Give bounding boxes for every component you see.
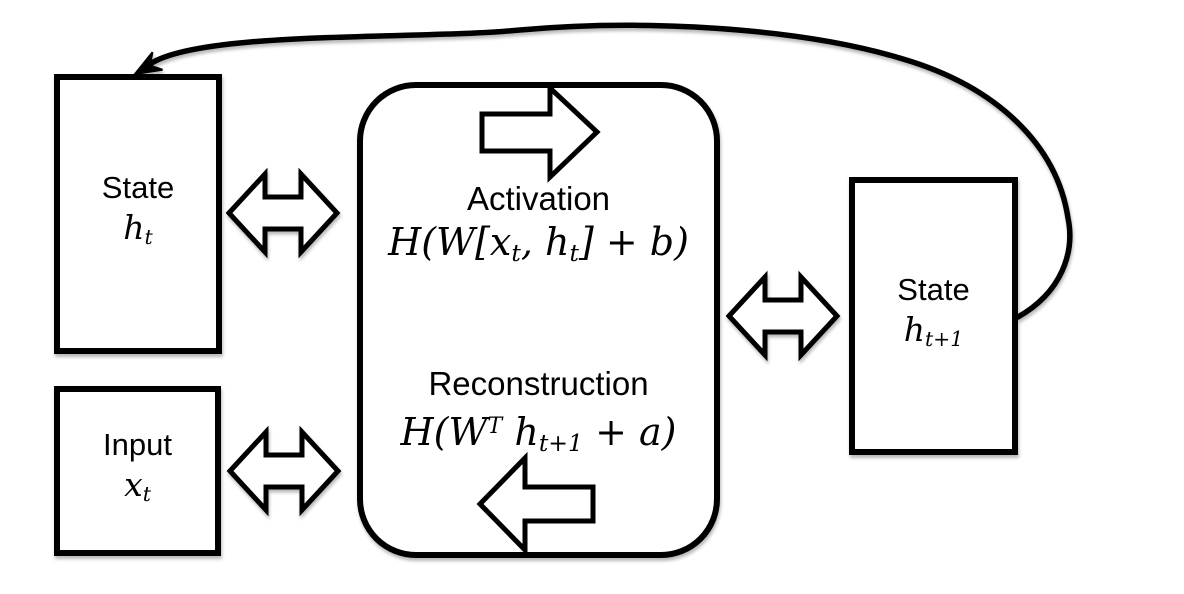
- state-t1-box: [849, 177, 1018, 455]
- state-t-box: [54, 74, 222, 354]
- recurrence-arrowhead-icon: [132, 51, 163, 76]
- recurrence-curve: [147, 22, 1073, 320]
- process-box: [357, 82, 720, 558]
- input-box: [54, 386, 221, 556]
- backward-arrow-icon: [476, 451, 596, 557]
- forward-arrow-icon: [479, 82, 601, 183]
- double-arrow-input-icon: [226, 425, 342, 517]
- double-arrow-state-t-icon: [225, 167, 341, 259]
- double-arrow-state-t1-icon: [725, 270, 841, 362]
